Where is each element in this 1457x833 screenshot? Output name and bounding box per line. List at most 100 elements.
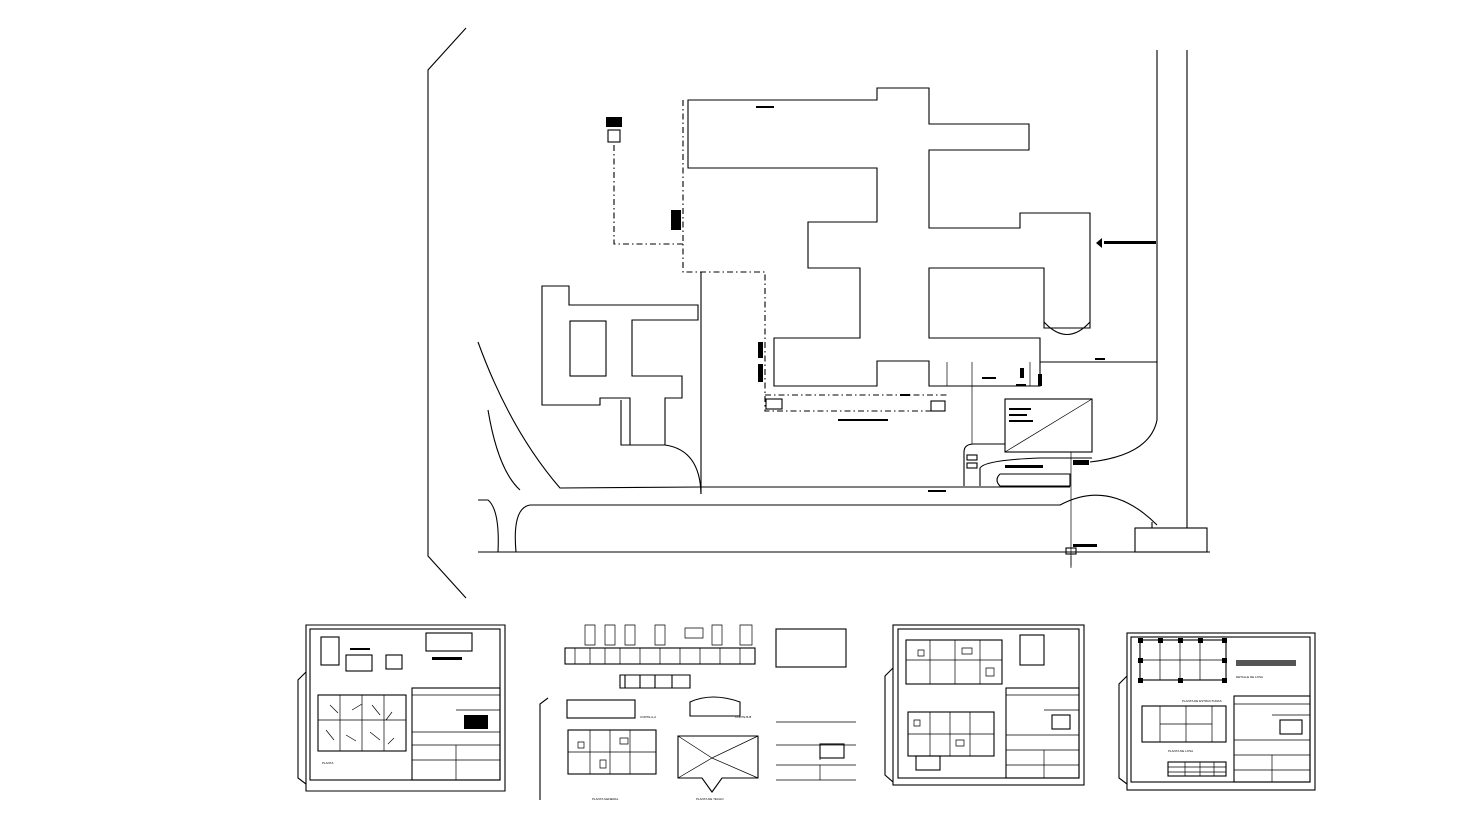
round-annex — [1043, 321, 1091, 336]
sheet-4-tab — [1118, 675, 1128, 785]
sheet-3-tab — [884, 667, 894, 783]
label-mid-1 — [982, 377, 996, 379]
sheet-2-title: PLANTA GENERAL — [592, 797, 619, 801]
sheet-2-plan-walls — [568, 730, 656, 774]
tank-marker — [606, 117, 622, 127]
left-curved-road-inner — [487, 409, 521, 491]
parking-label — [1005, 465, 1043, 468]
service-area-diagonal — [1004, 398, 1093, 453]
sheet-3-plan-top-walls — [906, 640, 1002, 684]
sheet-4-schedule — [1167, 761, 1227, 777]
road-label — [928, 490, 946, 492]
meter-box — [1065, 547, 1077, 555]
sheet-4: PLANTA DE ESTRUCTURAS DETALLE DE LOSA PL… — [1118, 632, 1316, 791]
sheet-4-structure-grid — [1140, 640, 1226, 680]
access-curve — [963, 443, 1005, 486]
pump-marker — [671, 210, 681, 230]
service-label-2 — [1009, 414, 1027, 416]
sheet-1-detail — [345, 654, 373, 672]
main-building-outline — [687, 87, 1091, 387]
service-label-3 — [1009, 420, 1033, 422]
pipe-label — [838, 419, 888, 421]
sheet-4-frame — [1126, 632, 1316, 791]
sheet-1-legend — [320, 636, 340, 666]
sheet-1-notes-title — [432, 657, 462, 660]
sheet-1-floorplan-walls — [318, 695, 406, 751]
site-left-boundary — [427, 27, 467, 599]
sheet-4-border — [1130, 636, 1311, 783]
valve-marker-1 — [758, 342, 763, 358]
sheet-2-detail-box — [775, 628, 847, 668]
sheet-3-detail — [1019, 634, 1045, 666]
dashed-utility-line-b — [613, 145, 683, 245]
sheet-4-slab-grid — [1159, 706, 1213, 742]
left-building-courtyard — [569, 320, 607, 377]
sheet-2-roof-plan — [677, 735, 759, 793]
sheet-4-label-losa: PLANTA DE LOSA — [1168, 749, 1193, 753]
sheet-2-facade — [619, 674, 691, 689]
access-curve-2 — [979, 457, 1092, 486]
site-plan — [427, 27, 1210, 599]
main-road-upper — [478, 494, 1158, 553]
sheet-3-plan-top — [905, 639, 1003, 685]
sheet-2-label-techo: PLANTA DE TECHO — [696, 797, 724, 801]
sheet-4-title: PLANTA DE ESTRUCTURAS — [1182, 699, 1222, 703]
valve-marker-2 — [758, 364, 763, 382]
label-mid-3 — [1020, 368, 1024, 378]
label-mid-4 — [1038, 374, 1042, 386]
sheet-1-frame — [305, 624, 506, 792]
sheet-2-roof-lines — [677, 735, 759, 779]
sheet-2-titleblock — [776, 721, 856, 781]
pole-marker — [1073, 460, 1089, 465]
sheet-1-title: PLANTA — [322, 761, 333, 765]
car-1 — [966, 454, 978, 461]
sheet-1-logo — [464, 715, 488, 729]
car-2 — [966, 462, 978, 469]
sheet-2-label-corte-b: CORTE B-B — [735, 715, 751, 719]
junction-box-1 — [765, 398, 783, 410]
entry-arrow-label — [1104, 241, 1156, 244]
sheet-2-frame-left — [539, 697, 549, 800]
sheet-1-detail-2 — [385, 654, 403, 670]
sheet-1-tab — [297, 671, 307, 785]
right-road-inner — [1089, 50, 1158, 463]
junction-box-2 — [930, 400, 946, 412]
sheet-3 — [884, 624, 1085, 786]
building-label-top — [756, 106, 774, 108]
sheet-2-section-a — [566, 699, 636, 719]
pipe-label-2 — [900, 394, 910, 396]
sheet-2-logo — [819, 743, 845, 759]
sheet-4-slab-plan — [1141, 705, 1227, 743]
sheet-3-step — [915, 755, 941, 771]
parking-strip — [996, 473, 1071, 487]
sheet-1-label-a — [350, 648, 370, 650]
meter-label — [1073, 544, 1097, 547]
entry-arrow — [1096, 238, 1102, 248]
sheet-3-frame — [892, 624, 1085, 786]
label-mid-2 — [1016, 384, 1026, 386]
sheet-1-titleblock-rows — [412, 694, 500, 780]
gate-structure — [1134, 527, 1208, 553]
sheet-2: CORTE A-A CORTE B-B PLANTA GENERAL PLANT… — [539, 624, 856, 801]
service-area — [1004, 398, 1093, 453]
sheet-4-logo — [1279, 719, 1303, 735]
sheet-1: PLANTA — [297, 624, 506, 792]
sheet-4-label-detalle: DETALLE DE LOSA — [1236, 675, 1263, 679]
left-curved-road — [477, 341, 702, 489]
sheet-2-section-b — [689, 696, 741, 717]
tank-box — [607, 129, 621, 143]
dashed-utility-line-a — [682, 100, 947, 412]
sheet-2-elevation-grid — [574, 648, 741, 664]
road-curve-left — [664, 444, 702, 495]
connection-marker — [1095, 358, 1105, 360]
sheet-4-titleblock-rows — [1234, 703, 1310, 782]
sheet-3-titleblock-rows — [1006, 694, 1079, 778]
service-label-1 — [1009, 408, 1031, 410]
left-building-wing — [620, 400, 638, 446]
sheet-1-notes — [425, 632, 473, 652]
sheet-2-label-corte: CORTE A-A — [640, 715, 656, 719]
sheet-4-detail-beam — [1236, 660, 1296, 666]
sheet-3-plan-bottom-walls — [908, 712, 994, 756]
sheet-3-logo — [1051, 714, 1071, 730]
